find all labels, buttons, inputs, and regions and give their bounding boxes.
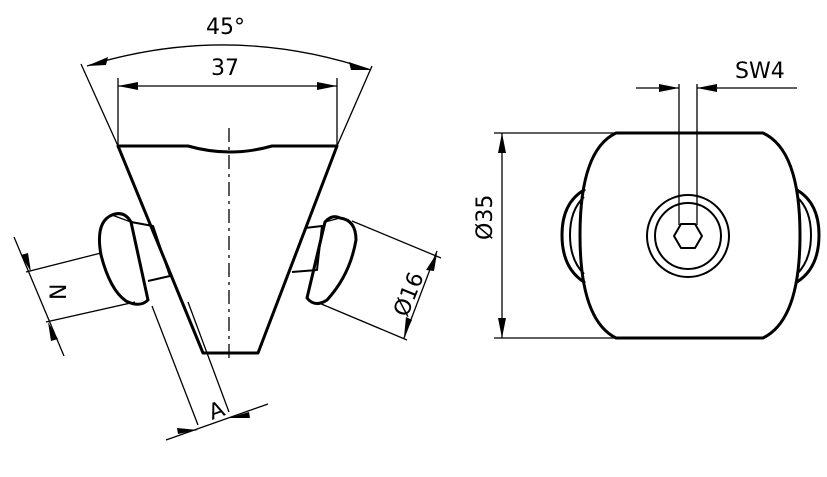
side-view: 45° 37 N A — [13, 15, 442, 441]
screw-head-inner — [654, 202, 722, 270]
angle-label: 45° — [206, 15, 245, 40]
left-cap — [560, 188, 586, 284]
head-diameter-label: Ø16 — [389, 269, 429, 320]
left-bolt — [97, 212, 171, 306]
right-bolt — [291, 215, 358, 305]
a-dimension: A — [151, 301, 269, 441]
head-diameter-dimension: Ø16 — [318, 220, 442, 341]
cone-body-outline — [116, 144, 339, 355]
screw-head-outer — [646, 194, 730, 278]
barrel-body — [578, 131, 802, 340]
top-view: SW4 Ø35 — [473, 59, 821, 340]
sw4-dimension: SW4 — [636, 59, 797, 225]
body-diameter-label: Ø35 — [473, 195, 498, 240]
body-diameter-dimension: Ø35 — [473, 132, 616, 339]
width-dimension: 37 — [117, 56, 338, 146]
right-cap — [795, 188, 821, 284]
angle-dimension: 45° — [80, 15, 373, 147]
n-dimension: N — [13, 236, 136, 357]
hex-socket-icon — [673, 223, 703, 249]
n-label: N — [47, 284, 72, 300]
width-label: 37 — [211, 56, 239, 81]
sw4-label: SW4 — [735, 59, 785, 84]
